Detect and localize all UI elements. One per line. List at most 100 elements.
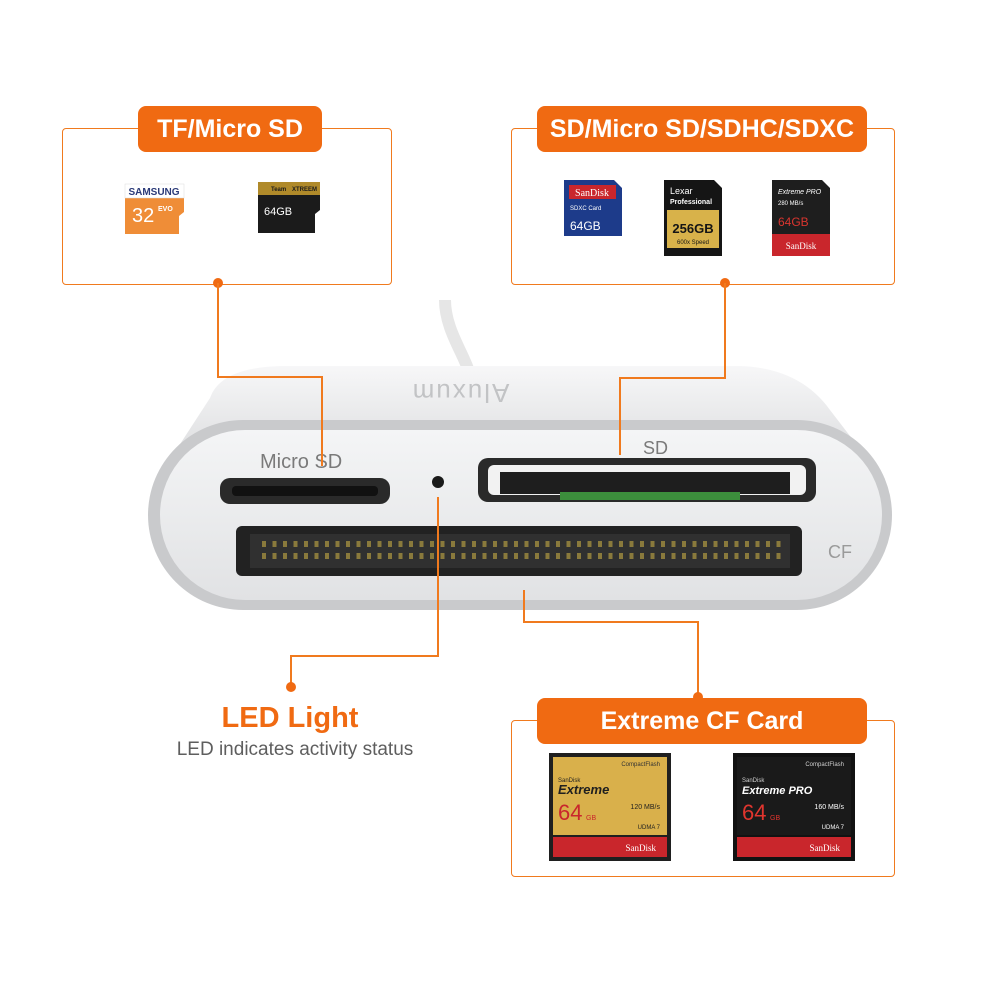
cf-pin bbox=[640, 541, 644, 547]
cf-pin bbox=[514, 553, 518, 559]
cf-pin bbox=[598, 553, 602, 559]
led-line-dot bbox=[286, 682, 296, 692]
cf-pin bbox=[283, 553, 287, 559]
cf-pin bbox=[304, 553, 308, 559]
cf-pin bbox=[451, 553, 455, 559]
pro-sd-line: Extreme PRO bbox=[778, 189, 822, 196]
cf-pin bbox=[692, 541, 697, 547]
cf-pin bbox=[745, 553, 749, 559]
cf-pin bbox=[713, 553, 718, 559]
cf-pin bbox=[377, 553, 382, 559]
cf-pin bbox=[482, 541, 487, 547]
cf-pin bbox=[524, 553, 529, 559]
cf-pin bbox=[566, 553, 571, 559]
cf-pin bbox=[776, 541, 781, 547]
cf-pin bbox=[577, 553, 581, 559]
cf-pin bbox=[493, 541, 497, 547]
cf-pin bbox=[545, 553, 550, 559]
cf-pin bbox=[262, 541, 266, 547]
cf-pin bbox=[419, 553, 424, 559]
device-brand: Aluxum bbox=[411, 378, 510, 408]
cf-extreme-udma: UDMA 7 bbox=[638, 825, 661, 831]
cf-pin bbox=[314, 541, 319, 547]
cf-pin bbox=[619, 541, 623, 547]
cf-pin bbox=[566, 541, 571, 547]
cf-label: Extreme CF Card bbox=[537, 698, 867, 744]
lexar-sd-card: Lexar Professional 256GB 600x Speed bbox=[664, 180, 722, 256]
cf-pin bbox=[514, 541, 518, 547]
cf-pin bbox=[367, 541, 371, 547]
sdxc-type: SDXC Card bbox=[570, 206, 601, 212]
cf-pin bbox=[556, 553, 560, 559]
cf-extreme-speed: 120 MB/s bbox=[630, 804, 660, 811]
cf-pin bbox=[440, 553, 445, 559]
cf-pin bbox=[430, 553, 434, 559]
pro-sd-capacity: 64GB bbox=[778, 215, 809, 229]
cf-extreme-pro-card: CompactFlash SanDisk Extreme PRO 64 GB 1… bbox=[733, 753, 855, 861]
lexar-line: Professional bbox=[670, 199, 712, 206]
cf-pin bbox=[493, 553, 497, 559]
led-description: LED indicates activity status bbox=[176, 739, 414, 760]
cf-pin bbox=[535, 541, 539, 547]
cf-pin bbox=[419, 541, 424, 547]
cf-pin bbox=[398, 553, 403, 559]
cf-extreme-unit: GB bbox=[586, 815, 596, 822]
cf-pro-line: Extreme PRO bbox=[742, 785, 813, 797]
cf-pin bbox=[629, 541, 634, 547]
cf-pin bbox=[409, 541, 413, 547]
cf-pin bbox=[472, 541, 476, 547]
samsung-micro-sd-card: SAMSUNG 32 EVO bbox=[124, 183, 185, 234]
team-micro-sd-card: Team XTREEM 64GB bbox=[258, 182, 320, 233]
cf-pro-brand-small: SanDisk bbox=[742, 778, 765, 784]
cf-pin bbox=[713, 541, 718, 547]
sandisk-sdxc-card: SanDisk SDXC Card 64GB bbox=[564, 180, 622, 256]
cf-pin bbox=[776, 553, 781, 559]
cf-pin bbox=[755, 541, 760, 547]
cf-extreme-brand: SanDisk bbox=[625, 843, 656, 853]
cf-pin bbox=[535, 553, 539, 559]
sd-family-label: SD/Micro SD/SDHC/SDXC bbox=[537, 106, 867, 152]
team-brand: Team bbox=[271, 187, 286, 193]
samsung-brand: SAMSUNG bbox=[128, 187, 179, 198]
cf-pin bbox=[346, 553, 350, 559]
cf-pin bbox=[293, 553, 298, 559]
cf-pin bbox=[524, 541, 529, 547]
cf-pro-capacity: 64 bbox=[742, 800, 766, 825]
cf-pin bbox=[734, 553, 739, 559]
cf-pin bbox=[671, 553, 676, 559]
cf-pin bbox=[598, 541, 602, 547]
cf-pin bbox=[734, 541, 739, 547]
cf-pin bbox=[325, 541, 329, 547]
pro-sd-brand: SanDisk bbox=[786, 241, 817, 251]
lexar-speed: 600x Speed bbox=[677, 240, 709, 246]
cf-pin bbox=[503, 541, 508, 547]
cf-pin bbox=[619, 553, 623, 559]
cf-pin bbox=[272, 553, 277, 559]
tf-micro-sd-label: TF/Micro SD bbox=[138, 106, 322, 152]
samsung-series: EVO bbox=[158, 206, 173, 213]
cf-pin bbox=[724, 541, 728, 547]
cf-pin bbox=[335, 541, 340, 547]
cf-extreme-line: Extreme bbox=[558, 782, 609, 797]
cf-pin bbox=[661, 541, 665, 547]
cf-line-dot bbox=[693, 692, 703, 702]
cf-pin bbox=[556, 541, 560, 547]
cf-pro-unit: GB bbox=[770, 815, 780, 822]
cf-pin bbox=[608, 553, 613, 559]
cf-pin bbox=[766, 541, 770, 547]
cf-extreme-top: CompactFlash bbox=[621, 762, 660, 768]
samsung-capacity: 32 bbox=[132, 205, 154, 227]
cf-pin bbox=[451, 541, 455, 547]
port-label-cf: CF bbox=[828, 542, 852, 562]
cf-pin bbox=[325, 553, 329, 559]
cf-pin bbox=[472, 553, 476, 559]
cf-pro-speed: 160 MB/s bbox=[814, 804, 844, 811]
sandisk-extreme-pro-sd-card: Extreme PRO 280 MB/s 64GB SanDisk bbox=[772, 180, 830, 256]
cf-pin bbox=[272, 541, 277, 547]
cf-extreme-brand-small: SanDisk bbox=[558, 778, 581, 784]
cf-pin bbox=[682, 541, 686, 547]
port-label-micro-sd: Micro SD bbox=[260, 451, 342, 473]
cf-pin bbox=[587, 541, 592, 547]
tf-micro-sd-box bbox=[62, 128, 392, 285]
cf-pin bbox=[661, 553, 665, 559]
